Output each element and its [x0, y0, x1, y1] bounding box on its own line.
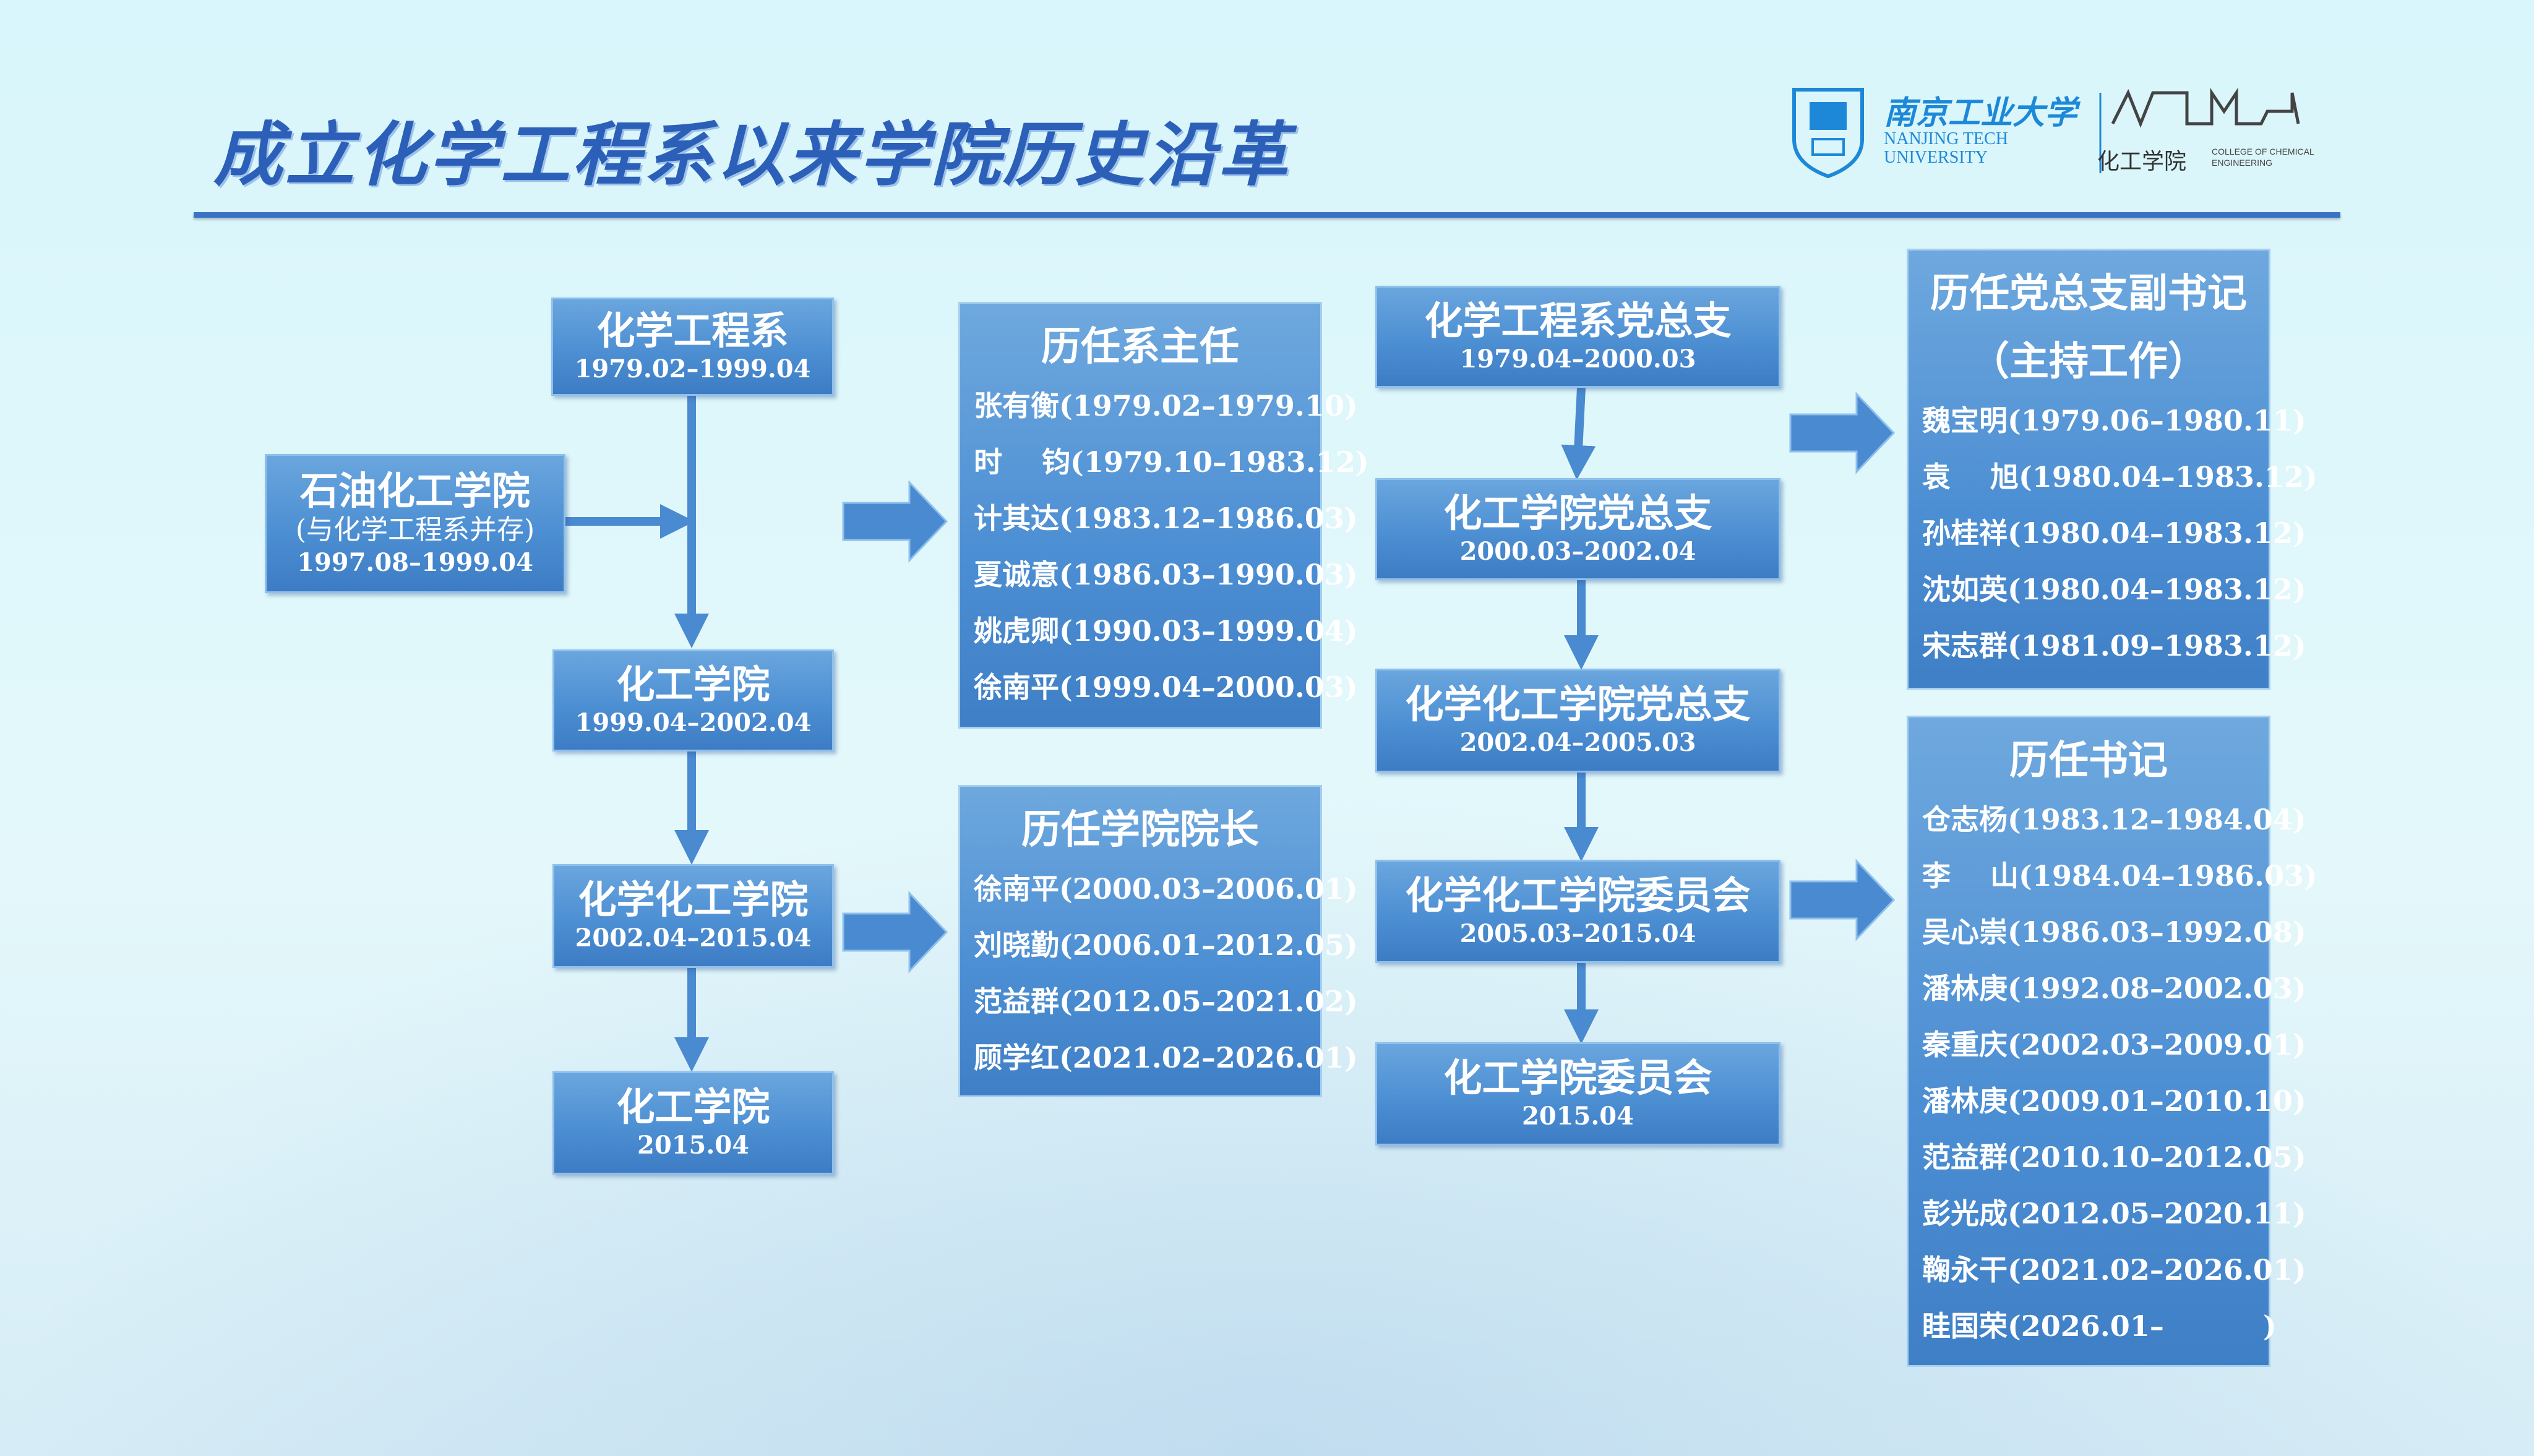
block-arrow-icon — [1789, 392, 1896, 474]
title-underline — [194, 212, 2340, 218]
arrow-down — [1561, 387, 1596, 480]
logo-univ-cn: 南京工业大学 — [1884, 94, 2077, 132]
deputy-secretaries-list: 历任党总支副书记 （主持工作） 魏宝明(1979.06–1980.11)袁 旭(… — [1907, 249, 2317, 690]
deans-list: 历任学院院长 徐南平(2000.03–2006.01)刘晓勤(2006.01–2… — [958, 785, 1358, 1097]
dept-heads-list: 历任系主任 张有衡(1979.02–1979.10)时 钧(1979.10–19… — [958, 302, 1369, 729]
page-title: 成立化学工程系以来学院历史沿革 — [213, 115, 1290, 195]
logo-college-cn: 化工学院 — [2097, 149, 2187, 174]
block-arrow-icon — [842, 891, 948, 974]
block-arrow-icon — [842, 480, 948, 563]
school-crest-icon — [1792, 87, 2300, 179]
unit-box: 石油化工学院(与化学工程系并存)1997.08–1999.04 — [265, 454, 565, 593]
block-arrow-icon — [1789, 859, 1896, 941]
secretaries-list: 历任书记 仓志杨(1983.12–1984.04)李 山(1984.04–198… — [1907, 716, 2317, 1367]
